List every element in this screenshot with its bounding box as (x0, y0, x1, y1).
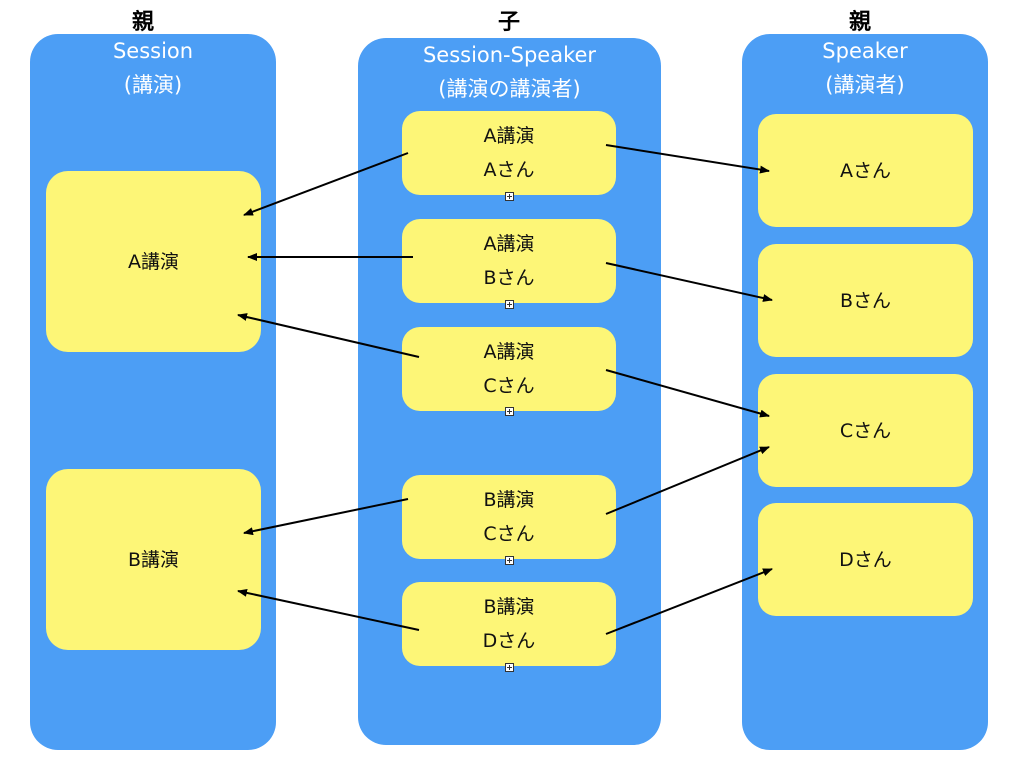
arrow-to-session-b (243, 498, 409, 536)
arrow-to-session-a (243, 152, 409, 216)
session-speaker-box-3: A講演 Cさん (402, 327, 616, 411)
parent-heading-right: 親 (848, 10, 871, 35)
session-speaker-speaker-label: Cさん (483, 375, 535, 397)
arrow-to-speaker-c (605, 446, 770, 515)
speaker-box-b: Bさん (758, 244, 973, 357)
session-speaker-speaker-label: Cさん (483, 523, 535, 545)
session-speaker-session-label: A講演 (483, 125, 535, 147)
speaker-column-title: Speaker (822, 39, 908, 63)
session-speaker-speaker-label: Dさん (482, 630, 536, 652)
session-box-b: B講演 (46, 469, 261, 650)
speaker-label: Dさん (839, 548, 892, 571)
session-box-a: A講演 (46, 171, 261, 352)
session-column-subtitle: (講演) (123, 73, 183, 97)
arrow-to-session-b (237, 588, 420, 631)
expand-icon[interactable] (505, 300, 514, 309)
speaker-column-subtitle: (講演者) (825, 73, 905, 97)
speaker-box-d: Dさん (758, 503, 973, 616)
session-column-title: Session (112, 39, 194, 63)
arrow-to-session-a (237, 313, 420, 358)
speaker-box-a: Aさん (758, 114, 973, 227)
arrow-to-speaker-b (605, 262, 773, 302)
session-label: B講演 (127, 548, 180, 571)
arrow-to-speaker-d (605, 568, 773, 635)
speaker-label: Bさん (839, 289, 892, 312)
session-speaker-session-label: A講演 (483, 341, 535, 363)
session-speaker-speaker-label: Bさん (483, 267, 535, 289)
session-speaker-session-label: B講演 (483, 489, 535, 511)
session-speaker-column-title: Session-Speaker (422, 43, 597, 67)
session-speaker-session-label: B講演 (483, 596, 535, 618)
session-speaker-column-subtitle: (講演の講演者) (438, 77, 581, 101)
arrow-to-speaker-a (605, 144, 770, 174)
session-speaker-speaker-label: Aさん (483, 159, 535, 181)
child-heading: 子 (497, 10, 520, 35)
session-speaker-session-label: A講演 (483, 233, 535, 255)
expand-icon[interactable] (505, 407, 514, 416)
expand-icon[interactable] (505, 663, 514, 672)
expand-icon[interactable] (505, 556, 514, 565)
speaker-box-c: Cさん (758, 374, 973, 487)
session-label: A講演 (128, 250, 179, 273)
session-speaker-box-5: B講演 Dさん (402, 582, 616, 666)
speaker-label: Aさん (840, 159, 891, 182)
arrow-to-speaker-c (605, 369, 770, 418)
session-speaker-box-4: B講演 Cさん (402, 475, 616, 559)
expand-icon[interactable] (505, 192, 514, 201)
speaker-label: Cさん (839, 419, 892, 442)
parent-heading-left: 親 (131, 10, 154, 35)
session-speaker-box-1: A講演 Aさん (402, 111, 616, 195)
session-speaker-box-2: A講演 Bさん (402, 219, 616, 303)
